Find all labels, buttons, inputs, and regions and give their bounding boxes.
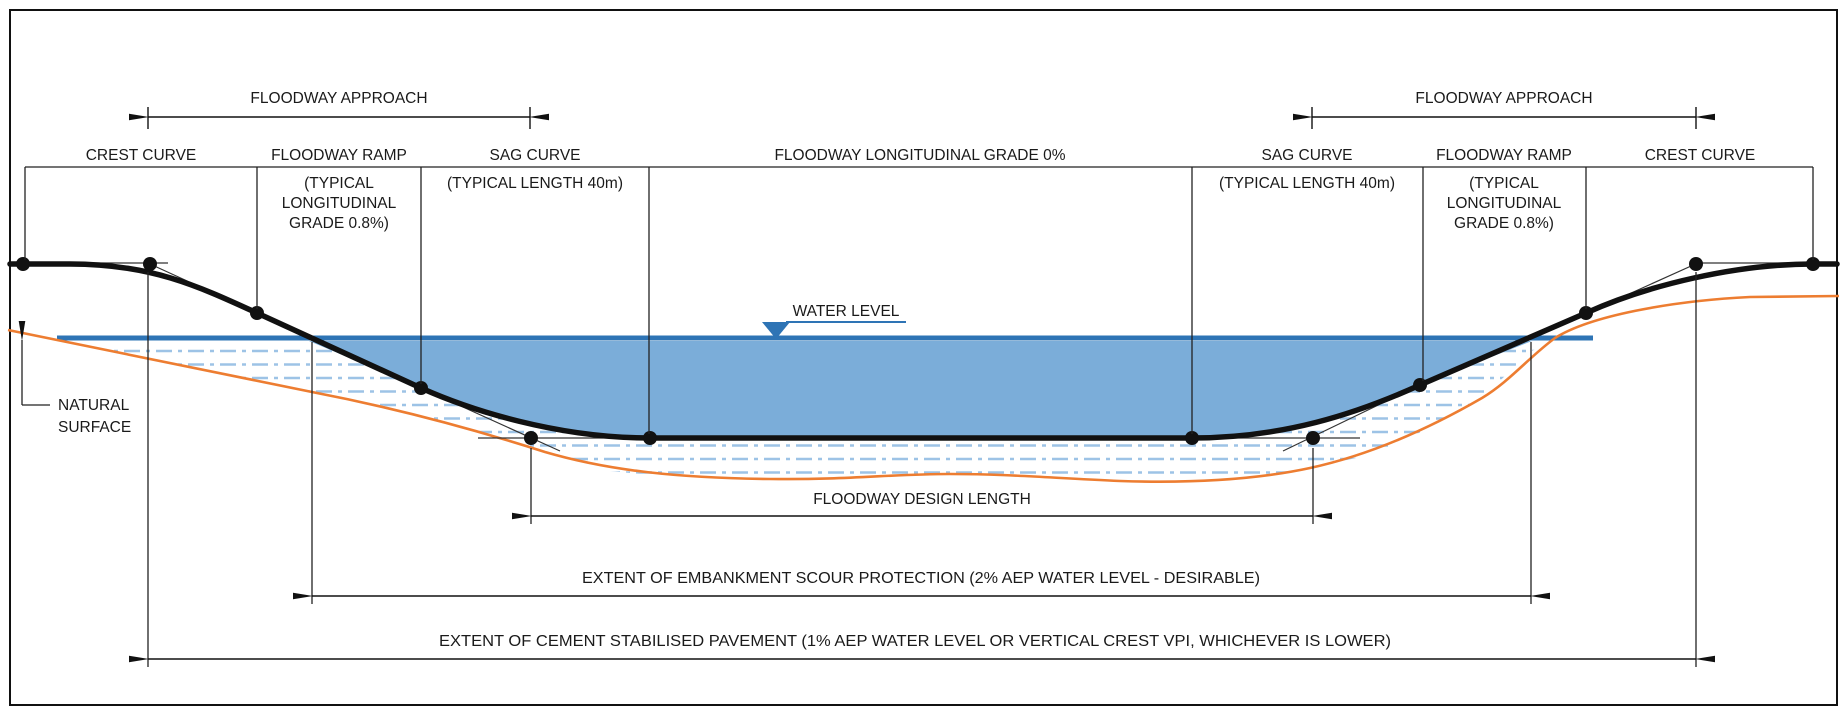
dim-scour-protection: EXTENT OF EMBANKMENT SCOUR PROTECTION (2… <box>293 342 1550 604</box>
dim-floodway-approach-left: FLOODWAY APPROACH <box>129 90 549 129</box>
label-floodway-ramp-right-sub2: LONGITUDINAL <box>1447 195 1562 212</box>
water-body <box>309 341 1532 438</box>
natural-surface-callout: NATURAL SURFACE <box>18 321 131 436</box>
label-floodway-approach-left: FLOODWAY APPROACH <box>250 90 427 107</box>
label-crest-curve-right: CREST CURVE <box>1645 147 1756 164</box>
label-floodway-approach-right: FLOODWAY APPROACH <box>1415 90 1592 107</box>
label-sag-curve-left-sub: (TYPICAL LENGTH 40m) <box>447 175 623 192</box>
vpi-dot <box>414 381 428 395</box>
label-floodway-ramp-left: FLOODWAY RAMP <box>271 147 407 164</box>
vpi-dot <box>250 306 264 320</box>
dim-floodway-design-length: FLOODWAY DESIGN LENGTH <box>512 448 1332 524</box>
label-water-level: WATER LEVEL <box>793 303 900 320</box>
label-sag-curve-right: SAG CURVE <box>1261 147 1352 164</box>
natural-surface-line <box>7 294 1840 483</box>
label-floodway-ramp-right-sub1: (TYPICAL <box>1469 175 1539 192</box>
vpi-dot <box>524 431 538 445</box>
vpi-dot <box>1185 431 1199 445</box>
label-floodway-ramp-right: FLOODWAY RAMP <box>1436 147 1572 164</box>
vpi-dot <box>643 431 657 445</box>
water-level-callout: WATER LEVEL <box>762 303 906 339</box>
label-floodway-ramp-left-sub3: GRADE 0.8%) <box>289 215 389 232</box>
label-longitudinal-grade: FLOODWAY LONGITUDINAL GRADE 0% <box>774 147 1065 164</box>
vpi-dot <box>1689 257 1703 271</box>
vpi-dot <box>143 257 157 271</box>
vpi-dot <box>16 257 30 271</box>
label-floodway-design-length: FLOODWAY DESIGN LENGTH <box>813 491 1031 508</box>
vpi-dot <box>1579 306 1593 320</box>
label-natural-surface-2: SURFACE <box>58 419 131 436</box>
label-natural-surface-1: NATURAL <box>58 397 130 414</box>
label-scour-protection: EXTENT OF EMBANKMENT SCOUR PROTECTION (2… <box>582 570 1260 587</box>
vpi-dot <box>1806 257 1820 271</box>
drawing-border <box>9 9 1838 706</box>
label-crest-curve-left: CREST CURVE <box>86 147 197 164</box>
label-floodway-ramp-left-sub1: (TYPICAL <box>304 175 374 192</box>
label-sag-curve-left: SAG CURVE <box>489 147 580 164</box>
vpi-dot <box>1306 431 1320 445</box>
vpi-dots <box>16 257 1820 445</box>
dim-floodway-approach-right: FLOODWAY APPROACH <box>1293 90 1715 129</box>
vpi-dot <box>1413 378 1427 392</box>
water-level-triangle-icon <box>762 322 790 339</box>
label-floodway-ramp-right-sub3: GRADE 0.8%) <box>1454 215 1554 232</box>
label-floodway-ramp-left-sub2: LONGITUDINAL <box>282 195 397 212</box>
zone-separators <box>24 167 1814 434</box>
dim-cement-stabilised-pavement: EXTENT OF CEMENT STABILISED PAVEMENT (1%… <box>129 272 1715 667</box>
label-sag-curve-right-sub: (TYPICAL LENGTH 40m) <box>1219 175 1395 192</box>
label-cement-stabilised-pavement: EXTENT OF CEMENT STABILISED PAVEMENT (1%… <box>439 633 1391 650</box>
